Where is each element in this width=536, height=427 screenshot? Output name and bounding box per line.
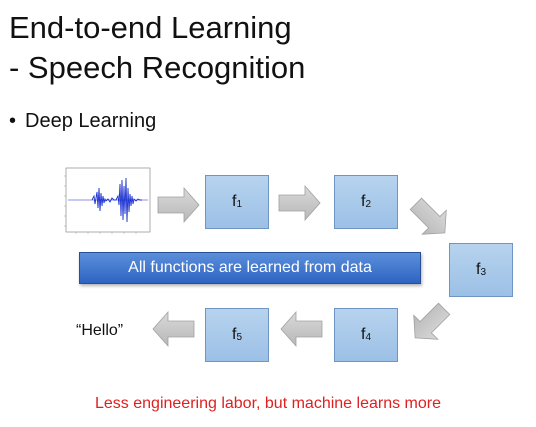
function-subscript: 5 [236, 331, 242, 343]
bullet-text: Deep Learning [25, 110, 157, 132]
function-subscript: 4 [365, 331, 371, 343]
arrow-right-icon [157, 186, 200, 224]
function-label: f [475, 261, 481, 278]
output-text: “Hello” [76, 322, 124, 339]
title-line-1: End-to-end Learning [9, 10, 292, 45]
arrow-left-icon [152, 310, 195, 348]
bullet-dot: • [9, 110, 17, 132]
waveform-image [64, 167, 151, 234]
title-line-2: - Speech Recognition [9, 50, 306, 85]
arrow-left-icon [280, 310, 323, 348]
slide-title: End-to-end Learning - Speech Recognition [9, 8, 305, 88]
function-label: f [231, 326, 237, 343]
arrow-right-icon [278, 184, 321, 222]
function-label: f [360, 193, 366, 210]
arrow-diagonal-down-left-icon [413, 302, 451, 340]
function-label: f [231, 193, 237, 210]
learned-banner: All functions are learned from data [79, 252, 421, 284]
footer-note: Less engineering labor, but machine lear… [95, 395, 441, 412]
arrow-diagonal-down-icon [409, 197, 447, 235]
function-label: f [360, 326, 366, 343]
bullet-item: • Deep Learning [9, 110, 156, 133]
function-subscript: 2 [365, 198, 371, 210]
function-subscript: 1 [236, 198, 242, 210]
function-subscript: 3 [480, 266, 486, 278]
